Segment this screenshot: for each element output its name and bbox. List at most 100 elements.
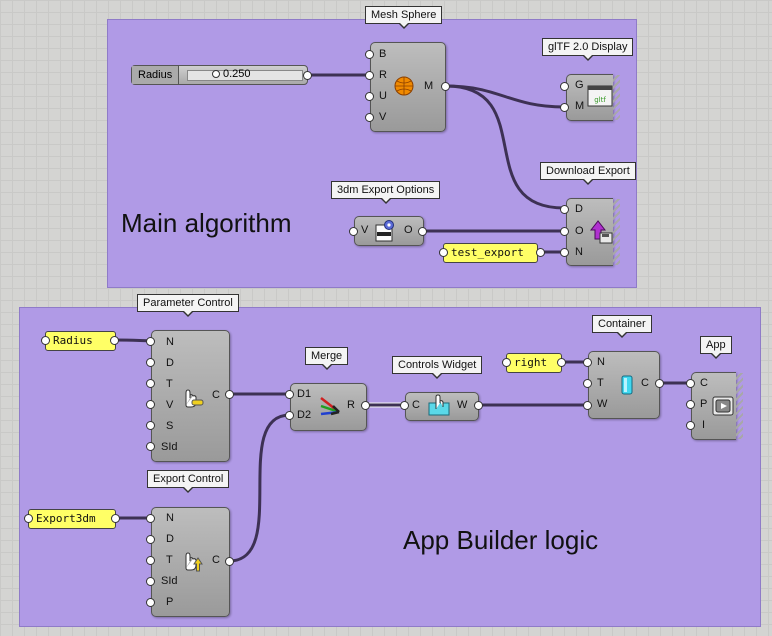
- cyan-container-icon: [621, 375, 633, 395]
- mesh-sphere-port-u[interactable]: [365, 92, 374, 101]
- hand-box-icon: [428, 394, 450, 416]
- merge-component[interactable]: D1 D2 R: [290, 383, 367, 431]
- app-port-i[interactable]: [686, 421, 695, 430]
- app-component[interactable]: C P I: [691, 372, 743, 440]
- download-input-o: O: [575, 225, 584, 237]
- container-input-t: T: [597, 377, 604, 389]
- gltf-input-m: M: [575, 100, 585, 112]
- right-panel-input-port[interactable]: [502, 358, 511, 367]
- app-input-p: P: [700, 398, 708, 410]
- export3dm-panel-port[interactable]: [111, 514, 120, 523]
- controls-widget-component[interactable]: C W: [405, 392, 479, 421]
- mesh-sphere-port-m[interactable]: [441, 82, 450, 91]
- widget-output-w: W: [457, 399, 468, 411]
- app-port-p[interactable]: [686, 400, 695, 409]
- right-panel[interactable]: right: [506, 353, 562, 373]
- gltf-port-g[interactable]: [560, 82, 569, 91]
- merge-port-d2[interactable]: [285, 411, 294, 420]
- right-panel-port[interactable]: [557, 358, 566, 367]
- export-options-port-o[interactable]: [418, 227, 427, 236]
- export-control-component[interactable]: N D T SId P C: [151, 507, 230, 617]
- wire-mesh-to-export: [445, 84, 565, 210]
- param-port-d[interactable]: [146, 358, 155, 367]
- param-port-sid[interactable]: [146, 442, 155, 451]
- container-port-w[interactable]: [583, 401, 592, 410]
- exportctl-port-sid[interactable]: [146, 577, 155, 586]
- container-component[interactable]: N T W C: [588, 351, 660, 419]
- download-port-d[interactable]: [560, 205, 569, 214]
- parameter-control-component[interactable]: N D T V S SId C: [151, 330, 230, 462]
- download-arrow-icon: [589, 220, 613, 244]
- download-export-tag: Download Export: [540, 162, 636, 185]
- mesh-sphere-port-b[interactable]: [365, 50, 374, 59]
- group-main-algorithm-title: Main algorithm: [121, 208, 292, 238]
- mesh-sphere-input-v: V: [379, 111, 387, 123]
- slider-grip[interactable]: [212, 70, 220, 78]
- radius-panel-port[interactable]: [110, 336, 119, 345]
- merge-input-d1: D1: [297, 388, 312, 400]
- merge-output-r: R: [347, 399, 355, 411]
- export-options-component[interactable]: V O: [354, 216, 424, 246]
- param-port-v[interactable]: [146, 400, 155, 409]
- app-input-i: I: [702, 419, 706, 431]
- orange-sphere-icon: [394, 76, 414, 96]
- download-export-component[interactable]: D O N: [566, 198, 620, 266]
- param-port-t[interactable]: [146, 379, 155, 388]
- mesh-sphere-port-v[interactable]: [365, 113, 374, 122]
- param-input-n: N: [166, 336, 174, 348]
- exportctl-port-d[interactable]: [146, 535, 155, 544]
- param-input-t: T: [166, 378, 173, 390]
- slider-output-port[interactable]: [303, 71, 312, 80]
- radius-panel[interactable]: Radius: [45, 331, 116, 351]
- mesh-sphere-port-r[interactable]: [365, 71, 374, 80]
- mesh-sphere-tag: Mesh Sphere: [365, 6, 443, 29]
- exportctl-port-n[interactable]: [146, 514, 155, 523]
- widget-port-w[interactable]: [474, 401, 483, 410]
- param-input-s: S: [166, 420, 174, 432]
- exportctl-input-n: N: [166, 512, 174, 524]
- merge-port-d1[interactable]: [285, 390, 294, 399]
- exportctl-port-p[interactable]: [146, 598, 155, 607]
- widget-port-c[interactable]: [400, 401, 409, 410]
- gltf-display-component[interactable]: G M gltf: [566, 74, 620, 121]
- container-tag: Container: [592, 315, 652, 338]
- test-export-panel-port[interactable]: [536, 248, 545, 257]
- download-input-n: N: [575, 246, 583, 258]
- download-port-o[interactable]: [560, 227, 569, 236]
- radius-panel-input-port[interactable]: [41, 336, 50, 345]
- gltf-port-m[interactable]: [560, 103, 569, 112]
- radius-slider[interactable]: Radius 0.250: [131, 65, 312, 85]
- mesh-sphere-component[interactable]: B R U V M: [370, 42, 446, 132]
- param-port-s[interactable]: [146, 421, 155, 430]
- exportctl-input-p: P: [166, 596, 174, 608]
- container-output-c: C: [641, 377, 649, 389]
- export-options-output-o: O: [404, 224, 413, 236]
- test-export-panel[interactable]: test_export: [443, 243, 538, 263]
- app-port-c[interactable]: [686, 379, 695, 388]
- export3dm-panel-input-port[interactable]: [24, 514, 33, 523]
- 3dm-file-gear-icon: [375, 220, 394, 242]
- merge-tag: Merge: [305, 347, 349, 370]
- widget-input-c: C: [412, 399, 420, 411]
- export-options-input-v: V: [361, 224, 369, 236]
- app-input-c: C: [700, 377, 708, 389]
- test-export-panel-input-port[interactable]: [439, 248, 448, 257]
- export3dm-panel[interactable]: Export3dm: [28, 509, 116, 529]
- parameter-control-tag: Parameter Control: [137, 294, 239, 317]
- slider-track[interactable]: [187, 70, 303, 81]
- group-app-builder-title: App Builder logic: [403, 525, 599, 555]
- container-port-n[interactable]: [583, 358, 592, 367]
- merge-input-d2: D2: [297, 409, 312, 421]
- param-port-c[interactable]: [225, 390, 234, 399]
- param-port-n[interactable]: [146, 337, 155, 346]
- merge-port-r[interactable]: [361, 401, 370, 410]
- exportctl-port-c[interactable]: [225, 557, 234, 566]
- exportctl-port-t[interactable]: [146, 556, 155, 565]
- export-options-port-v[interactable]: [349, 227, 358, 236]
- exportctl-input-d: D: [166, 533, 174, 545]
- container-port-c[interactable]: [655, 379, 664, 388]
- download-port-n[interactable]: [560, 248, 569, 257]
- export-control-tag: Export Control: [147, 470, 230, 493]
- param-input-v: V: [166, 399, 174, 411]
- container-port-t[interactable]: [583, 379, 592, 388]
